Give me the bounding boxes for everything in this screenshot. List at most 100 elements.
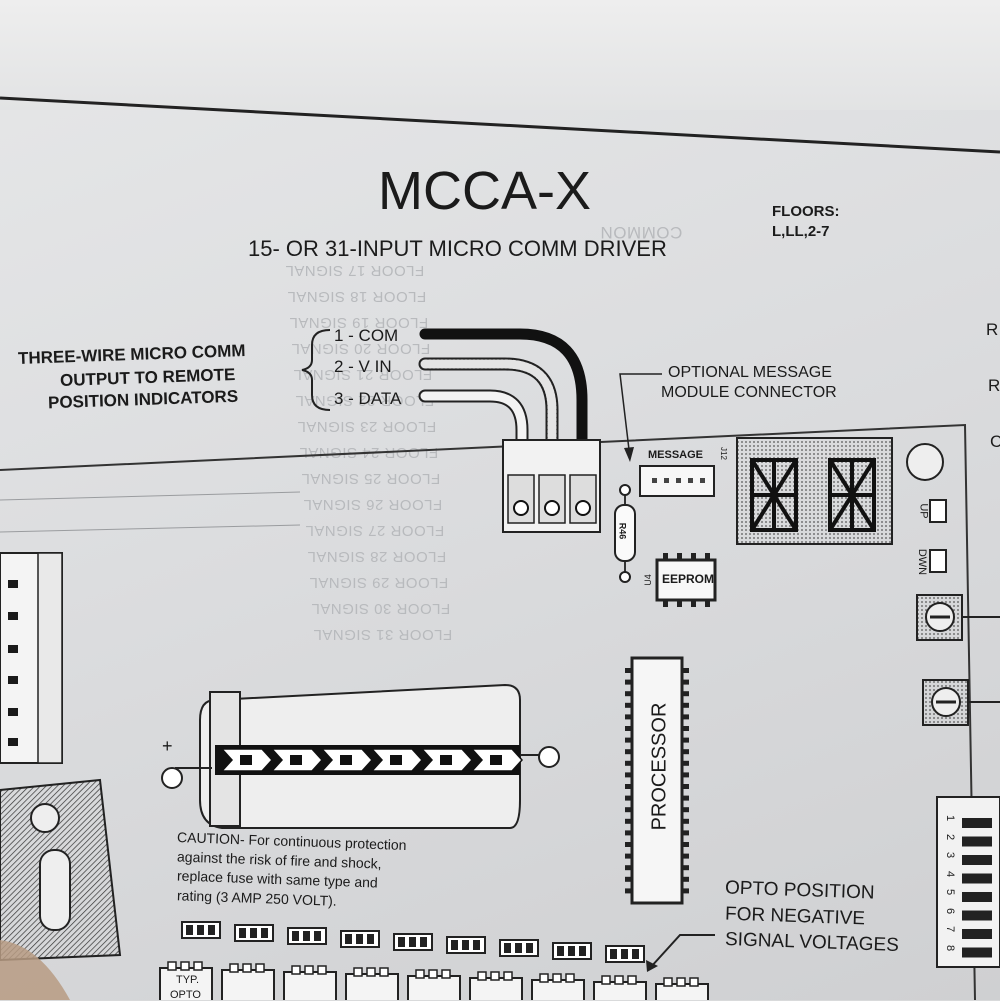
dip-switch-lever bbox=[962, 873, 992, 884]
bottom-component bbox=[407, 975, 461, 1000]
opto-pin bbox=[239, 928, 246, 938]
bottom-component-pin bbox=[503, 971, 513, 981]
page-subtitle: 15- OR 31-INPUT MICRO COMM DRIVER bbox=[248, 236, 667, 261]
opto-label: OPTO bbox=[170, 989, 201, 1001]
floors-values: L,LL,2-7 bbox=[772, 223, 830, 240]
opto-pin bbox=[504, 943, 511, 953]
processor-pin bbox=[625, 702, 632, 708]
processor-pin bbox=[625, 714, 632, 720]
processor-pin bbox=[682, 807, 689, 813]
processor-pin bbox=[682, 865, 689, 871]
eeprom-label: EEPROM bbox=[662, 572, 715, 586]
opto-pin bbox=[409, 937, 416, 947]
processor-pin bbox=[625, 726, 632, 731]
processor-chip bbox=[625, 656, 689, 905]
processor-pin bbox=[625, 807, 632, 813]
processor-pin bbox=[682, 818, 689, 824]
j12-label: J12 bbox=[718, 447, 728, 460]
processor-label: PROCESSOR bbox=[648, 702, 671, 831]
wire-label-com: 1 - COM bbox=[334, 326, 399, 345]
processor-pin bbox=[625, 865, 632, 871]
processor-pin bbox=[682, 714, 689, 720]
processor-pin bbox=[682, 795, 689, 801]
processor-pin bbox=[625, 818, 632, 824]
opto-pin bbox=[420, 937, 427, 947]
dip-number: 5 bbox=[944, 888, 957, 896]
processor-pin bbox=[625, 668, 632, 673]
processor-pin bbox=[682, 784, 689, 789]
processor-pin bbox=[625, 842, 632, 847]
opto-pin bbox=[345, 934, 352, 944]
edge-letter-1: R bbox=[986, 320, 999, 339]
alphanumeric-display bbox=[736, 437, 893, 545]
processor-pin bbox=[625, 749, 632, 755]
opto-pin bbox=[261, 928, 268, 938]
dip-number: 1 bbox=[944, 814, 957, 822]
processor-pin bbox=[625, 830, 632, 836]
opto-pin bbox=[632, 949, 639, 959]
dip-number: 3 bbox=[944, 851, 957, 859]
micro-comm-wires bbox=[418, 328, 588, 505]
bottom-component-pin bbox=[565, 973, 575, 983]
bottom-component-pin bbox=[601, 975, 611, 985]
processor-pin bbox=[682, 842, 689, 847]
dip-switch-lever bbox=[962, 855, 992, 865]
bottom-component-pin bbox=[614, 975, 624, 985]
processor-pin bbox=[625, 691, 632, 697]
fuse bbox=[161, 683, 560, 829]
processor-pin bbox=[682, 702, 689, 708]
opto-pin bbox=[515, 943, 522, 953]
wire-label-data: 3 - DATA bbox=[334, 389, 402, 408]
dip-number: 2 bbox=[944, 833, 957, 840]
bottom-component-pin bbox=[490, 971, 500, 981]
opto-pin bbox=[526, 943, 533, 953]
bottom-component-pin bbox=[304, 965, 314, 975]
wire-label-vin: 2 - V IN bbox=[334, 357, 392, 376]
connector-note-line-1: OPTIONAL MESSAGE bbox=[668, 364, 832, 381]
opto-pin bbox=[557, 946, 564, 956]
resistor-label: R46 bbox=[617, 522, 628, 540]
fuse-chevron-mark bbox=[290, 755, 302, 765]
connector-note-line-2: MODULE CONNECTOR bbox=[661, 384, 837, 401]
processor-pin bbox=[682, 876, 689, 882]
bottom-component bbox=[283, 971, 337, 1000]
opto-pin bbox=[462, 940, 469, 950]
dip-switch bbox=[936, 796, 1000, 968]
processor-pin bbox=[682, 679, 689, 685]
bottom-component-pin bbox=[180, 961, 190, 971]
processor-pin bbox=[625, 679, 632, 685]
processor-pin bbox=[682, 691, 689, 697]
rotary-switch-2 bbox=[922, 679, 969, 726]
rotary-switch-1 bbox=[916, 594, 963, 641]
up-switch-label: UP bbox=[917, 503, 930, 519]
opto-pin bbox=[186, 925, 193, 935]
processor-pin bbox=[682, 888, 689, 894]
processor-pin bbox=[625, 784, 632, 789]
eeprom-chip bbox=[655, 553, 717, 607]
opto-pin bbox=[250, 928, 257, 938]
processor-pin bbox=[625, 737, 632, 743]
bottom-component-pin bbox=[552, 973, 562, 983]
opto-pin bbox=[303, 931, 310, 941]
bottom-component bbox=[345, 973, 399, 1000]
bottom-component-pin bbox=[193, 961, 203, 971]
bottom-component-pin bbox=[689, 977, 699, 987]
page-title: MCCA-X bbox=[378, 161, 591, 221]
bottom-component-pin bbox=[317, 965, 327, 975]
bottom-component-pin bbox=[242, 963, 252, 973]
bottom-component-pin bbox=[676, 977, 686, 987]
bottom-component-pin bbox=[291, 965, 301, 975]
opto-pin bbox=[367, 934, 374, 944]
processor-pin bbox=[625, 772, 632, 778]
opto-pin bbox=[398, 937, 405, 947]
bottom-component bbox=[469, 977, 523, 1000]
bottom-component-pin bbox=[229, 963, 239, 973]
bottom-component-pin bbox=[255, 963, 265, 973]
processor-pin bbox=[625, 888, 632, 894]
processor-pin bbox=[625, 876, 632, 882]
processor-pin bbox=[625, 795, 632, 801]
dip-switch-lever bbox=[962, 836, 992, 847]
message-connector bbox=[639, 465, 715, 497]
processor-pin bbox=[625, 853, 632, 859]
